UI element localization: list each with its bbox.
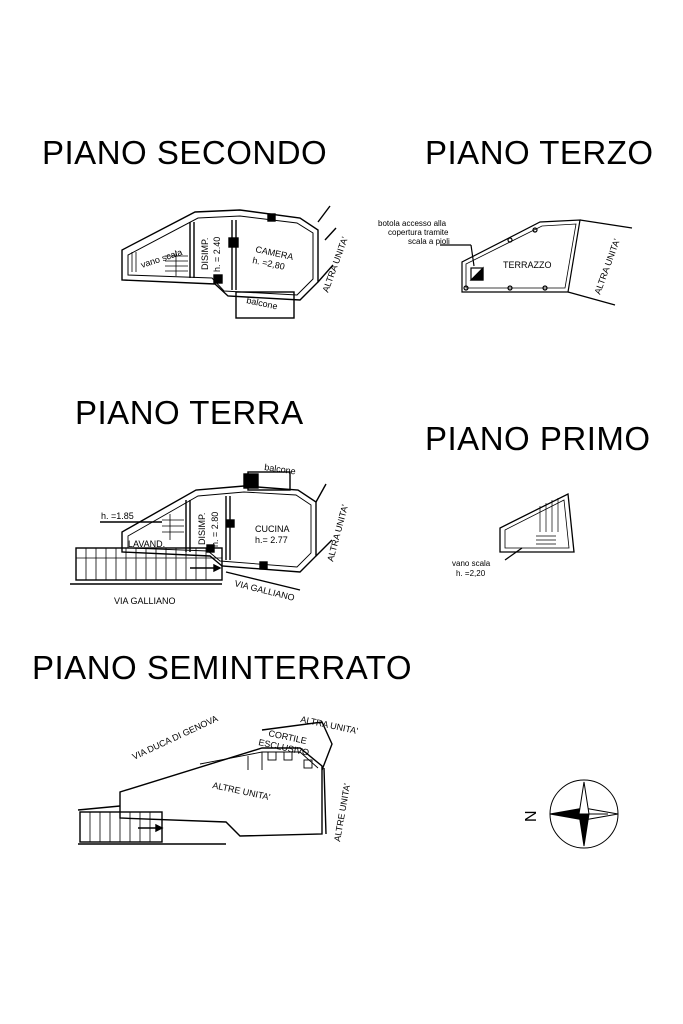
title-piano-terzo: PIANO TERZO <box>425 134 654 171</box>
label-altra-unita-terzo: ALTRA UNITA' <box>592 237 621 296</box>
label-cucina-h: h.= 2.77 <box>255 535 288 545</box>
label-disimp-h-terra: h. = 2.80 <box>210 512 220 547</box>
title-piano-terra: PIANO TERRA <box>75 394 304 431</box>
label-altre-unita-right: ALTRE UNITA' <box>332 782 352 842</box>
label-balcone-terra: balcone <box>264 462 297 476</box>
north-compass-icon <box>549 779 619 849</box>
plan-piano-secondo <box>121 205 337 319</box>
label-h185: h. =1.85 <box>101 511 134 521</box>
label-disimp-h-secondo: h. = 2.40 <box>212 237 222 272</box>
label-botola-3: scala a pioli <box>408 237 450 246</box>
plan-piano-seminterrato <box>77 721 333 845</box>
label-lavand: LAVAND. <box>128 539 165 549</box>
title-piano-seminterrato: PIANO SEMINTERRATO <box>32 649 412 686</box>
title-piano-primo: PIANO PRIMO <box>425 420 651 457</box>
label-altra-unita-seminterrato: ALTRA UNITA' <box>300 714 359 736</box>
plan-piano-terzo <box>440 219 633 306</box>
label-disimp-terra: DISIMP. <box>197 513 207 545</box>
label-altre-unita: ALTRE UNITA' <box>212 780 272 802</box>
compass-north-label: N <box>523 810 540 822</box>
label-disimp-secondo: DISIMP. <box>200 238 210 270</box>
plan-piano-terra <box>70 471 333 591</box>
label-via-duca-di-genova: VIA DUCA DI GENOVA <box>131 713 220 762</box>
label-balcone-secondo: balcone <box>246 295 279 311</box>
label-vano-h-primo: h. =2,20 <box>456 569 486 578</box>
label-cucina: CUCINA <box>255 524 290 534</box>
label-vano-scala-primo: vano scala <box>452 559 491 568</box>
label-altra-unita-secondo: ALTRA UNITA' <box>320 235 349 294</box>
title-piano-secondo: PIANO SECONDO <box>42 134 328 171</box>
label-vano-scala-secondo: vano scala <box>140 247 184 270</box>
label-botola-1: botola accesso alla <box>378 219 447 228</box>
plan-piano-primo <box>499 492 575 561</box>
label-botola-2: copertura tramite <box>388 228 449 237</box>
label-terrazzo: TERRAZZO <box>503 260 552 270</box>
label-via-galliano-left: VIA GALLIANO <box>114 596 176 606</box>
label-altra-unita-terra: ALTRA UNITA' <box>325 503 350 562</box>
